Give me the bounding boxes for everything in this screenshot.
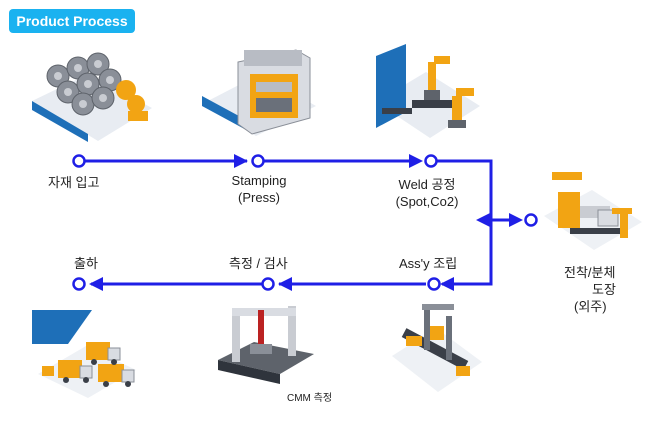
step-title-stamping: Stamping xyxy=(231,173,287,188)
flow-arrowheads xyxy=(89,154,523,291)
step-title-ed-coating: 전착/분체 xyxy=(564,265,616,280)
arrowhead-shipping xyxy=(89,277,103,291)
cmm-machine-illustration xyxy=(218,306,314,384)
step-label-stamping: Stamping (Press) xyxy=(222,172,296,206)
page-title-badge: Product Process xyxy=(9,9,135,33)
connector-weld-to-assembly xyxy=(431,159,493,286)
arrowhead-weld xyxy=(409,154,423,168)
node-assembly xyxy=(427,277,441,291)
page-title: Product Process xyxy=(16,13,128,29)
step-note-ed-coating: (외주) xyxy=(574,299,607,314)
step-label-weld: Weld 공정 (Spot,Co2) xyxy=(384,176,470,210)
arrowhead-assembly xyxy=(440,277,454,291)
step-label-shipping: 출하 xyxy=(74,256,98,271)
cmm-caption: CMM 측정 xyxy=(287,393,333,404)
node-material-receiving xyxy=(72,154,86,168)
step-subtitle-weld: (Spot,Co2) xyxy=(395,194,459,209)
step-label-material-receiving: 자재 입고 xyxy=(48,175,100,190)
assembly-line-illustration xyxy=(392,304,482,392)
node-stamping xyxy=(251,154,265,168)
step-label-measure: 측정 / 검사 xyxy=(229,256,288,271)
arrowhead-stamping xyxy=(234,154,248,168)
shipping-trucks-illustration xyxy=(32,310,136,398)
step-label-assembly: Ass'y 조립 xyxy=(399,256,458,271)
node-weld xyxy=(424,154,438,168)
weld-robot-illustration xyxy=(376,44,480,138)
step-subtitle-stamping: (Press) xyxy=(238,190,280,205)
arrowhead-coating-right xyxy=(509,213,523,227)
arrowhead-coating-left xyxy=(476,213,490,227)
node-shipping xyxy=(72,277,86,291)
node-measure xyxy=(261,277,275,291)
step-subtitle-ed-coating: 도장 xyxy=(592,282,616,297)
press-machine-illustration xyxy=(202,49,316,136)
arrowhead-measure xyxy=(278,277,292,291)
coil-warehouse-illustration xyxy=(32,52,152,142)
node-ed-coating xyxy=(524,213,538,227)
step-label-ed-coating: 전착/분체 도장 (외주) xyxy=(564,264,644,315)
step-title-weld: Weld 공정 xyxy=(398,177,456,192)
coating-line-illustration xyxy=(544,172,642,250)
